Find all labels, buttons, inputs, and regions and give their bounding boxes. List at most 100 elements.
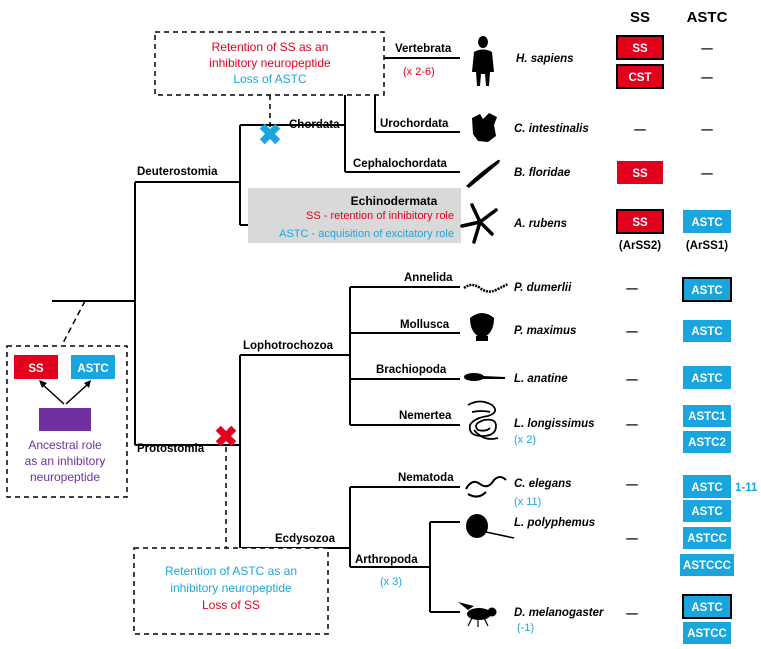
- species-a-rubens: A. rubens: [513, 218, 567, 230]
- astc-box-p-maximus: ASTC: [683, 320, 731, 342]
- protostome-note-box: Retention of ASTC as an inhibitory neuro…: [133, 547, 329, 635]
- svg-text:as an inhibitory: as an inhibitory: [25, 454, 106, 468]
- svg-text:inhibitory neuropeptide: inhibitory neuropeptide: [209, 56, 331, 70]
- svg-text:ASTC2: ASTC2: [688, 437, 726, 449]
- svg-text:ASTC1: ASTC1: [688, 411, 726, 423]
- astc-box-l-anatine: ASTC: [683, 366, 731, 389]
- species-h-sapiens: H. sapiens: [516, 53, 574, 65]
- clade-annelida: Annelida: [404, 272, 453, 284]
- svg-text:CST: CST: [629, 72, 652, 84]
- multiplier-drosophila: (-1): [517, 622, 534, 634]
- svg-text:ASTC: ASTC: [691, 217, 722, 229]
- species-p-maximus: P. maximus: [514, 325, 576, 337]
- human-silhouette-icon: [472, 36, 494, 86]
- cst-box-h-sapiens: CST: [616, 64, 664, 89]
- scallop-silhouette-icon: [470, 313, 494, 341]
- multiplier-nemertea: (x 2): [514, 434, 536, 446]
- ancestral-ss-label: SS: [28, 363, 44, 375]
- horseshoe-crab-silhouette-icon: [466, 514, 515, 539]
- svg-text:Retention of SS as an: Retention of SS as an: [212, 40, 329, 54]
- ss-loss-cross: [215, 425, 237, 447]
- clade-urochordata: Urochordata: [380, 118, 449, 130]
- header-astc: ASTC: [687, 9, 728, 26]
- clade-nemertea: Nemertea: [399, 410, 452, 422]
- astc-absent-h-sapiens-2: —: [701, 72, 713, 84]
- chordate-note-box: Retention of SS as an inhibitory neurope…: [154, 31, 385, 96]
- svg-text:ASTCCC: ASTCCC: [683, 560, 731, 572]
- ascidian-silhouette-icon: [472, 113, 497, 142]
- astcc-box-l-polyphemus: ASTCC: [683, 527, 731, 549]
- astc-box-p-dumerlii: ASTC: [682, 277, 732, 302]
- label-arss2: (ArSS2): [619, 240, 661, 252]
- clade-lophotrochozoa: Lophotrochozoa: [243, 340, 334, 352]
- multiplier-nematoda: (x 11): [514, 496, 541, 508]
- ss-absent-c-intestinalis: —: [634, 124, 646, 136]
- svg-text:ASTC: ASTC: [691, 285, 722, 297]
- ss-absent-l-longissimus: —: [626, 419, 638, 431]
- ss-absent-d-melanogaster: —: [626, 608, 638, 620]
- species-d-melanogaster: D. melanogaster: [514, 607, 604, 619]
- ss-box-a-rubens: SS: [616, 209, 664, 234]
- species-l-anatine: L. anatine: [514, 373, 568, 385]
- tree-lines: [52, 57, 460, 613]
- echinoderm-ss-note: SS - retention of inhibitory role: [306, 210, 454, 222]
- clade-nematoda: Nematoda: [398, 472, 454, 484]
- astcc-box-d-melanogaster: ASTCC: [683, 622, 731, 644]
- astc-range-c-elegans: 1-11: [735, 482, 758, 494]
- ss-absent-l-polyphemus: —: [626, 533, 638, 545]
- clade-vertebrata: Vertebrata: [395, 43, 452, 55]
- species-p-dumerlii: P. dumerlii: [514, 282, 572, 294]
- svg-text:SS: SS: [632, 43, 648, 55]
- svg-text:ASTC: ASTC: [691, 506, 722, 518]
- ss-box-h-sapiens: SS: [616, 35, 664, 60]
- astc2-box-l-longissimus: ASTC2: [683, 431, 731, 453]
- clade-protostomia: Protostomia: [137, 443, 205, 455]
- clade-cephalochordata: Cephalochordata: [353, 158, 448, 170]
- svg-text:Retention of ASTC as an: Retention of ASTC as an: [165, 564, 297, 578]
- ss-absent-c-elegans: —: [626, 479, 638, 491]
- svg-text:Loss of SS: Loss of SS: [202, 598, 260, 612]
- clade-chordata: Chordata: [289, 119, 340, 131]
- svg-text:inhibitory neuropeptide: inhibitory neuropeptide: [170, 581, 292, 595]
- svg-text:ASTC: ASTC: [691, 482, 722, 494]
- clade-mollusca: Mollusca: [400, 319, 450, 331]
- astc-box-l-polyphemus: ASTC: [683, 500, 731, 522]
- ribbon-worm-silhouette-icon: [467, 400, 499, 440]
- astc-absent-h-sapiens-1: —: [701, 43, 713, 55]
- svg-text:SS: SS: [632, 168, 648, 180]
- species-l-polyphemus: L. polyphemus: [514, 517, 595, 529]
- multiplier-vertebrata: (x 2-6): [403, 66, 435, 78]
- ancestral-astc-label: ASTC: [77, 363, 108, 375]
- astc-absent-c-intestinalis: —: [701, 124, 713, 136]
- header-ss: SS: [630, 9, 650, 26]
- svg-text:ASTCC: ASTCC: [687, 533, 727, 545]
- lingula-silhouette-icon: [464, 373, 505, 381]
- astc-loss-cross: [259, 123, 281, 145]
- clade-echinodermata: Echinodermata: [351, 194, 438, 208]
- clade-ecdysozoa: Ecdysozoa: [275, 533, 336, 545]
- echinoderm-astc-note: ASTC - acquisition of excitatory role: [279, 228, 454, 240]
- ancestral-role-box: SS ASTC Ancestral role as an inhibitory …: [6, 345, 128, 498]
- svg-text:ASTC: ASTC: [691, 602, 722, 614]
- multiplier-arthropoda: (x 3): [380, 576, 402, 588]
- species-l-longissimus: L. longissimus: [514, 418, 595, 430]
- astc1-box-l-longissimus: ASTC1: [683, 405, 731, 427]
- species-c-intestinalis: C. intestinalis: [514, 123, 589, 135]
- svg-text:ASTCC: ASTCC: [687, 628, 727, 640]
- astccc-box-l-polyphemus: ASTCCC: [680, 554, 734, 576]
- svg-text:ASTC: ASTC: [691, 373, 722, 385]
- svg-text:Ancestral role: Ancestral role: [28, 438, 102, 452]
- label-arss1: (ArSS1): [686, 240, 728, 252]
- astc-box-d-melanogaster: ASTC: [682, 594, 732, 619]
- astc-box-a-rubens: ASTC: [683, 210, 731, 233]
- ss-absent-p-maximus: —: [626, 326, 638, 338]
- astc-box-c-elegans: ASTC: [683, 475, 731, 498]
- svg-text:ASTC: ASTC: [691, 326, 722, 338]
- amphioxus-silhouette-icon: [466, 159, 500, 188]
- svg-text:SS: SS: [632, 217, 648, 229]
- fruit-fly-silhouette-icon: [458, 602, 497, 627]
- echinodermata-box: [248, 188, 461, 243]
- ancestral-connector: [61, 300, 86, 346]
- svg-text:neuropeptide: neuropeptide: [30, 470, 100, 484]
